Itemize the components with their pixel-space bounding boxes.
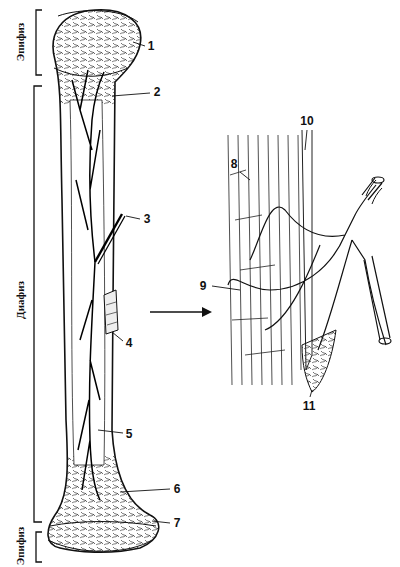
arrowhead	[202, 307, 212, 317]
leader-line	[133, 42, 145, 46]
callout-number: 4	[126, 337, 133, 349]
callout-number: 7	[174, 517, 181, 529]
periosteum-flap	[302, 330, 336, 392]
leader-lines	[98, 42, 312, 523]
leader-line	[98, 430, 123, 433]
region-label: Эпифиз	[15, 527, 26, 566]
blood-vessels	[72, 70, 125, 500]
periosteum-section	[104, 290, 118, 334]
leader-line	[112, 332, 123, 341]
leader-line	[152, 521, 170, 523]
nutrient-vein	[98, 216, 125, 264]
haversian-canals	[230, 170, 285, 355]
spongy-bone	[40, 5, 160, 105]
periosteum	[302, 130, 312, 370]
pointer-arrow	[150, 311, 205, 313]
bracket	[36, 10, 42, 75]
periosteum-section	[106, 302, 117, 325]
bracket	[34, 10, 42, 562]
epiphyseal-line	[54, 68, 128, 76]
vessel-tube	[364, 256, 390, 340]
callout-number: 10	[300, 115, 313, 127]
region-label: Эпифиз	[15, 23, 26, 62]
leader-line	[126, 216, 140, 219]
leader-line	[305, 130, 307, 150]
callout-number: 5	[126, 428, 133, 440]
vessel-network	[228, 177, 391, 350]
spongy-bone	[40, 5, 170, 565]
leader-line	[212, 286, 240, 290]
articular-cartilage	[48, 540, 152, 551]
vessel-end	[379, 338, 391, 344]
callout-number: 3	[144, 213, 151, 225]
bone-outline	[48, 10, 159, 552]
descending-branch	[78, 262, 100, 500]
articular-cartilage	[58, 11, 138, 22]
epiphyseal-line	[50, 522, 156, 527]
callout-number: 6	[174, 483, 181, 495]
vessel-end	[372, 177, 384, 183]
bone-lamellae	[228, 135, 301, 385]
leader-line	[120, 489, 170, 492]
callout-number: 8	[231, 158, 238, 170]
callout-number: 2	[154, 86, 161, 98]
region-label: Диафиз	[15, 281, 26, 319]
ascending-branch	[72, 70, 104, 262]
leader-line	[240, 172, 250, 180]
callout-number: 1	[148, 40, 155, 52]
bone-detail	[228, 130, 312, 385]
callout-number: 11	[303, 400, 316, 412]
nutrient-artery	[95, 214, 122, 262]
bracket	[36, 532, 42, 562]
leader-line	[112, 93, 150, 96]
vessel	[228, 185, 376, 330]
bracket	[34, 86, 42, 522]
leader-line	[310, 390, 312, 397]
callout-number: 9	[200, 280, 207, 292]
